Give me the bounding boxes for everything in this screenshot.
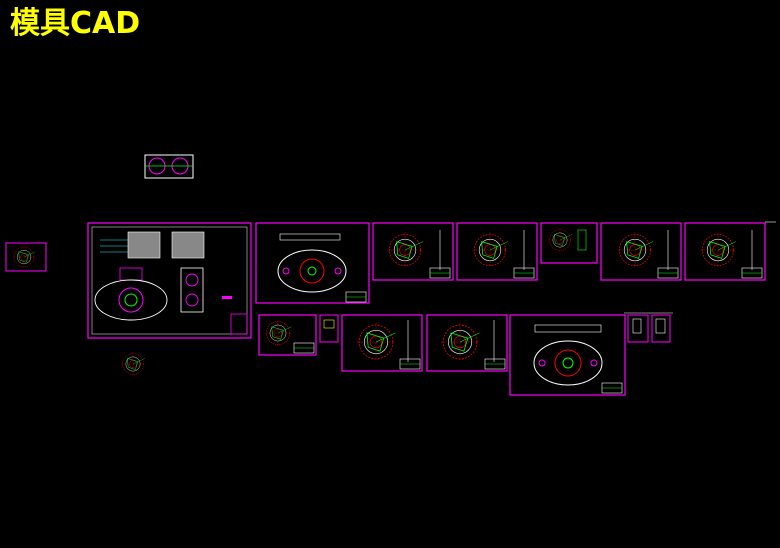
drawing-sheet-detail-1[interactable]: [372, 222, 454, 281]
drawing-sheet-detail-9[interactable]: [426, 314, 508, 372]
drawing-sheet-detail-3[interactable]: [540, 222, 598, 264]
drawing-sheet-detail-10[interactable]: [627, 314, 649, 343]
drawing-sheet-detail-8[interactable]: [341, 314, 423, 372]
drawing-sheet-cavity-plate[interactable]: [255, 222, 370, 304]
drawing-sheet-detail-6[interactable]: [258, 314, 317, 356]
drawing-part-loose[interactable]: [120, 351, 146, 377]
drawing-part-front-view[interactable]: [144, 154, 194, 179]
drawing-sheet-detail-11[interactable]: [651, 314, 671, 343]
drawing-sheet-assembly[interactable]: [87, 222, 252, 339]
drawing-sheet-thumbnail-left[interactable]: [5, 242, 47, 272]
drawing-sheet-detail-7[interactable]: [319, 314, 339, 343]
drawing-sheet-core-plate[interactable]: [509, 314, 626, 396]
drawing-sheet-detail-5[interactable]: [684, 222, 766, 281]
drawing-sheet-detail-2[interactable]: [456, 222, 538, 281]
drawing-sheet-detail-4[interactable]: [600, 222, 682, 281]
page-title: 模具CAD: [10, 6, 141, 41]
